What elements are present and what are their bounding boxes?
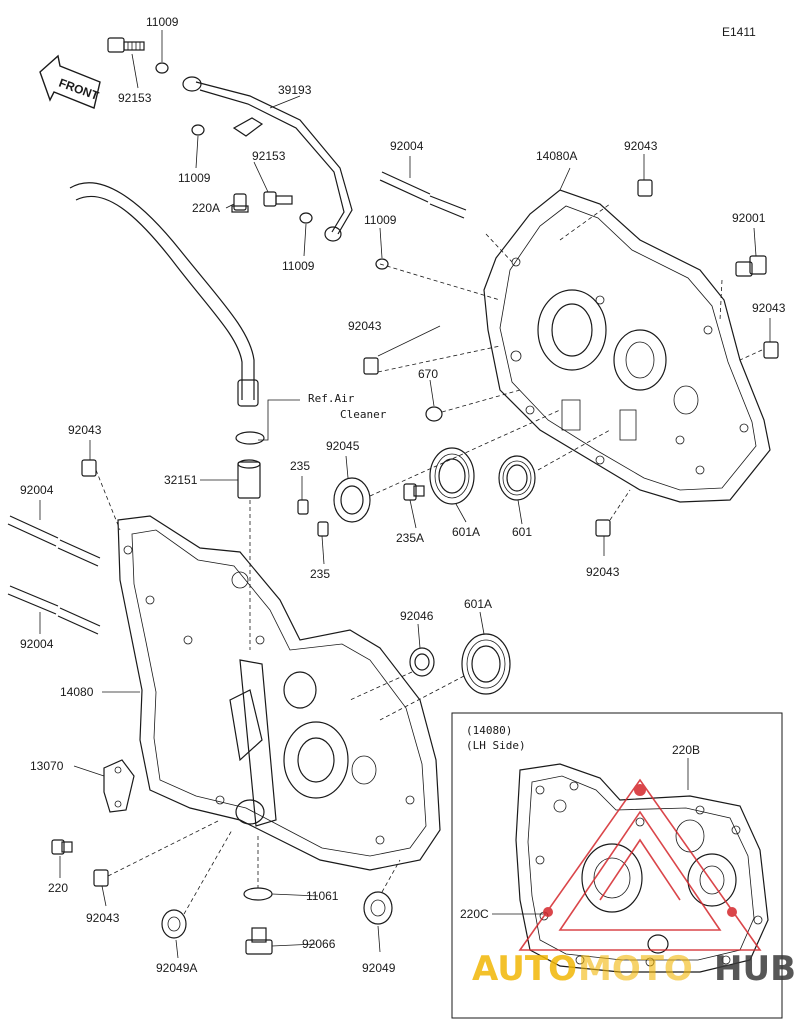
left-crankcase	[117, 515, 441, 871]
bearing-601A-b	[461, 633, 511, 695]
dowel-32151	[237, 459, 261, 499]
front-arrow: FRONT	[39, 54, 101, 109]
label-92043-e: 92043	[68, 423, 102, 437]
label-92049: 92049	[362, 961, 396, 975]
label-32151: 32151	[164, 473, 198, 487]
label-39193: 39193	[278, 83, 312, 97]
watermark-part3: HUB	[714, 949, 796, 989]
leader-lines	[39, 30, 771, 959]
label-92049A: 92049A	[156, 961, 197, 975]
label-601A-a: 601A	[452, 525, 480, 539]
bolt-92153-top	[107, 37, 145, 53]
bolt-220A	[231, 193, 249, 213]
diagram-id: E1411	[722, 25, 756, 39]
label-235-b: 235	[310, 567, 330, 581]
label-235-a: 235	[290, 459, 310, 473]
label-11009-d: 11009	[364, 213, 397, 227]
bolt-92153-mid	[263, 191, 293, 207]
label-92004-c: 92004	[20, 637, 54, 651]
label-220C: 220C	[460, 907, 489, 921]
plug-92066	[245, 927, 273, 955]
bolt-235-a	[297, 499, 309, 515]
needle-bearing-92046	[409, 647, 435, 677]
bolt-235-b	[317, 521, 329, 537]
inset-title-line1: (14080)	[466, 724, 512, 737]
label-235A: 235A	[396, 531, 424, 545]
label-601A-b: 601A	[464, 597, 492, 611]
label-92043-a: 92043	[624, 139, 658, 153]
seal-92049A	[161, 909, 187, 939]
washer-11061	[243, 887, 273, 901]
stud-92004-top	[379, 171, 467, 219]
dowel-92043-c	[363, 357, 379, 375]
watermark-part2: MOTO	[578, 949, 693, 989]
bolt-220	[51, 839, 73, 855]
oil-seal-92045	[333, 477, 371, 523]
oring-670	[425, 406, 443, 422]
label-92043-f: 92043	[86, 911, 120, 925]
stud-92004-left-b	[7, 585, 101, 635]
bearing-601A-a	[429, 447, 475, 505]
label-670: 670	[418, 367, 438, 381]
right-crankcase	[483, 189, 771, 503]
washer-11009-c	[299, 212, 313, 224]
washer-11009-d	[375, 258, 389, 270]
label-11009-b: 11009	[178, 171, 211, 185]
label-92045: 92045	[326, 439, 360, 453]
label-92153-a: 92153	[118, 91, 152, 105]
watermark-part1: AUTO	[472, 949, 577, 989]
label-11009-c: 11009	[282, 259, 315, 273]
breather-hose	[69, 182, 265, 445]
dowel-92043-f	[93, 869, 109, 887]
washer-11009-a	[155, 62, 169, 74]
label-14080A: 14080A	[536, 149, 577, 163]
label-11009-a: 11009	[146, 15, 179, 29]
label-13070: 13070	[30, 759, 64, 773]
plate-13070	[103, 759, 135, 813]
label-92043-b: 92043	[752, 301, 786, 315]
dowel-92043-d	[595, 519, 611, 537]
label-220B: 220B	[672, 743, 700, 757]
stud-92004-left-a	[7, 515, 101, 567]
label-92066: 92066	[302, 937, 336, 951]
label-220: 220	[48, 881, 68, 895]
label-92001: 92001	[732, 211, 766, 225]
dowel-92043-e	[81, 459, 97, 477]
dowel-92043-b	[763, 341, 779, 359]
bolt-235A	[403, 483, 425, 501]
washer-11009-b	[191, 124, 205, 136]
lh-side-inset: (14080) (LH Side) 220B 220C	[451, 712, 783, 1019]
label-92004-a: 92004	[390, 139, 424, 153]
inset-title-line2: (LH Side)	[466, 739, 526, 752]
plug-92001	[735, 255, 767, 277]
label-14080: 14080	[60, 685, 94, 699]
label-92043-d: 92043	[586, 565, 620, 579]
assembly-lines	[95, 203, 763, 915]
label-92046: 92046	[400, 609, 434, 623]
bearing-601	[498, 455, 536, 501]
oil-pipe	[182, 76, 353, 242]
seal-92049	[363, 891, 393, 925]
label-11061: 11061	[306, 889, 339, 903]
label-92153-b: 92153	[252, 149, 286, 163]
label-601: 601	[512, 525, 532, 539]
watermark-logo: AUTO MOTO HUB	[472, 778, 796, 989]
ref-label-line2: Cleaner	[340, 408, 387, 421]
label-92004-b: 92004	[20, 483, 54, 497]
dowel-92043-a	[637, 179, 653, 197]
ref-label-line1: Ref.Air	[308, 392, 355, 405]
label-220A: 220A	[192, 201, 220, 215]
label-92043-c: 92043	[348, 319, 382, 333]
